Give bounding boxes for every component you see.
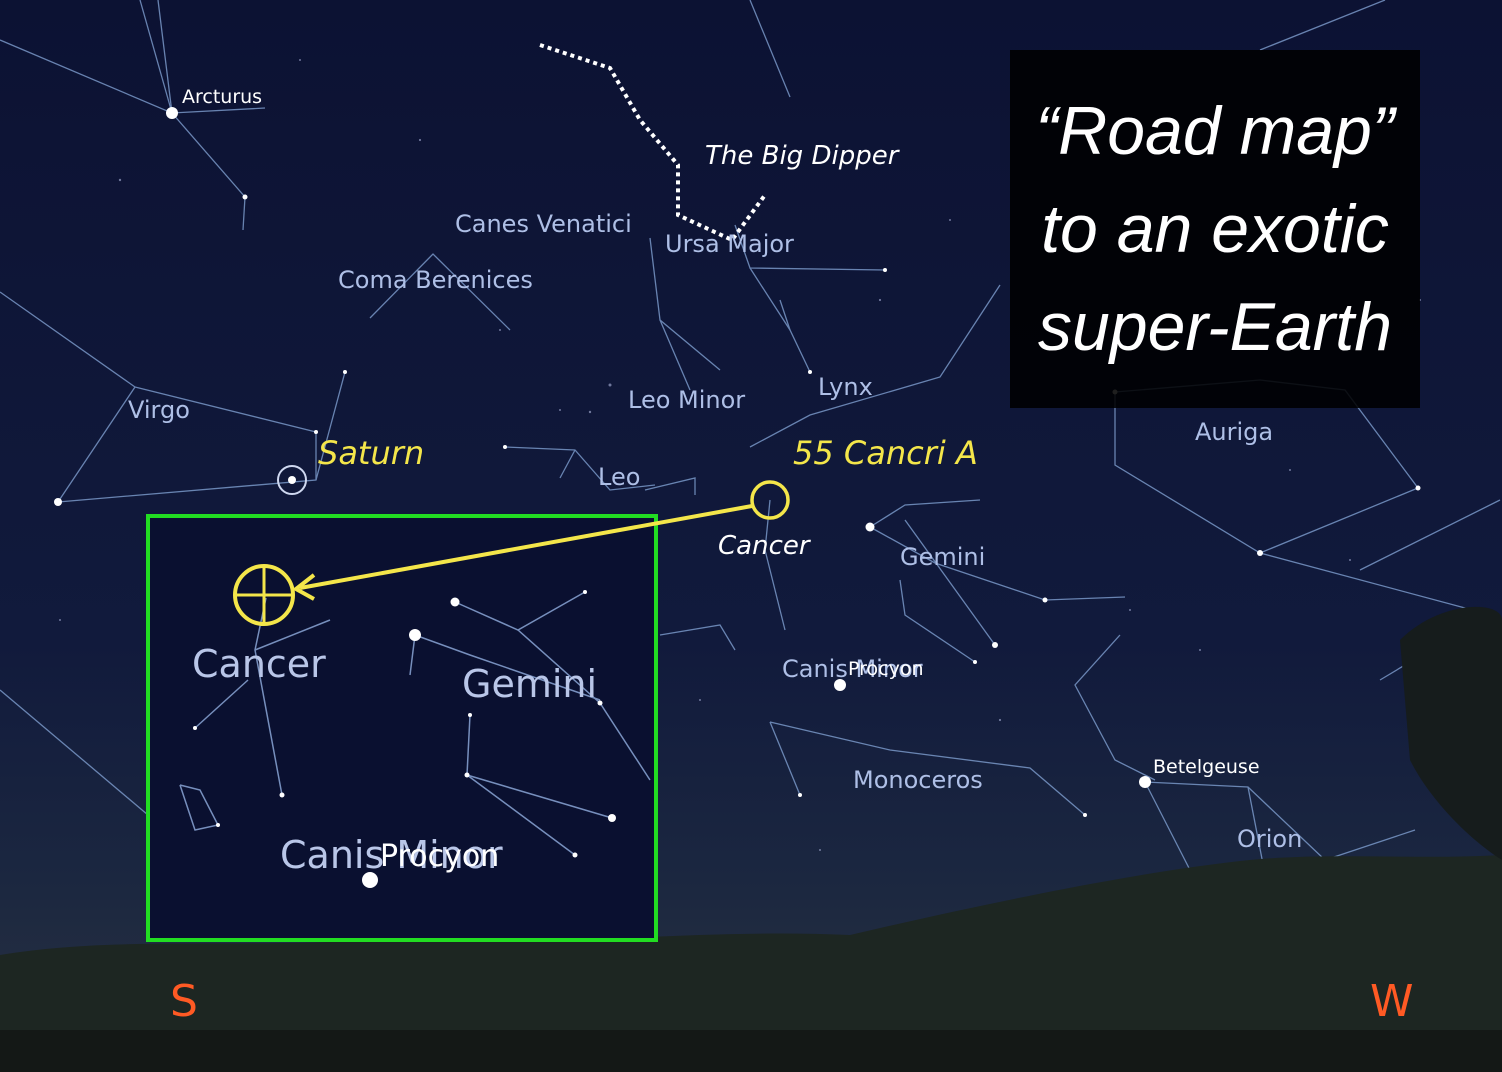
- inset-label-procyon: Procyon: [380, 839, 500, 874]
- label-55-cancri-a: 55 Cancri A: [793, 434, 978, 472]
- big-dipper-asterism: [539, 43, 767, 243]
- label-arcturus: Arcturus: [182, 86, 263, 108]
- ground-strip: [0, 1030, 1502, 1072]
- cancri-circle-marker-icon: [750, 480, 790, 520]
- inset-constellation-lines: [179, 591, 651, 856]
- title-line-1: “Road map”: [1035, 93, 1395, 169]
- label-virgo: Virgo: [128, 396, 190, 424]
- label-lynx: Lynx: [818, 373, 873, 401]
- inset-stars: [193, 590, 616, 888]
- inset-label-gemini: Gemini: [462, 662, 598, 706]
- label-leo: Leo: [598, 463, 641, 491]
- label-procyon-small: Procyon: [848, 658, 924, 680]
- inset-label-cancer: Cancer: [192, 642, 326, 686]
- inset-label-canis-minor: Canis Minor: [280, 833, 503, 877]
- label-orion: Orion: [1237, 825, 1303, 853]
- pointer-arrowhead-icon: [292, 573, 316, 601]
- label-betelgeuse: Betelgeuse: [1153, 756, 1260, 778]
- pointer-arrow-line: [299, 504, 753, 590]
- label-coma-berenices: Coma Berenices: [338, 266, 533, 294]
- label-auriga: Auriga: [1195, 418, 1274, 446]
- label-leo-minor: Leo Minor: [628, 386, 746, 414]
- saturn-marker-icon: [277, 465, 307, 495]
- constellation-lines: [0, 0, 1501, 901]
- label-big-dipper: The Big Dipper: [705, 141, 899, 171]
- tree-silhouette: [1400, 606, 1502, 860]
- compass-south: S: [170, 976, 198, 1027]
- title-line-3: super-Earth: [1037, 289, 1393, 365]
- label-saturn: Saturn: [318, 434, 425, 472]
- horizon-treeline: [0, 855, 1502, 1072]
- label-cancer-small: Cancer: [718, 531, 810, 561]
- compass-west: W: [1370, 976, 1414, 1027]
- title-panel: “Road map” to an exotic super-Earth: [1010, 50, 1420, 408]
- saturn-planet-dot: [288, 476, 296, 484]
- label-monoceros: Monoceros: [853, 766, 983, 794]
- zoom-inset-box: [146, 514, 658, 942]
- label-canes-venatici: Canes Venatici: [455, 210, 632, 238]
- label-canis-minor-small: Canis Minor: [782, 655, 923, 683]
- title-line-2: to an exotic: [1041, 191, 1389, 267]
- label-gemini-small: Gemini: [900, 543, 986, 571]
- label-ursa-major: Ursa Major: [665, 230, 794, 258]
